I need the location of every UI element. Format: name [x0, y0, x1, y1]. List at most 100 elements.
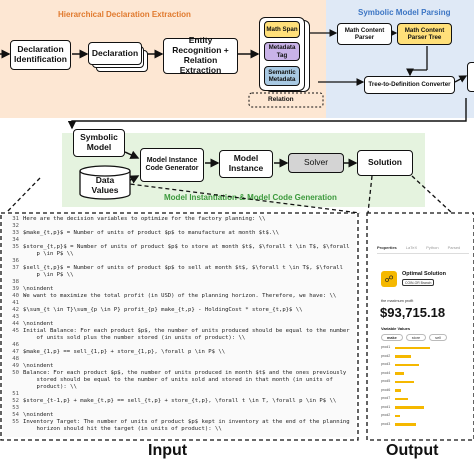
variable-row: prod5: [381, 379, 461, 385]
code-line: 31 Here are the decision variables to opt…: [3, 216, 356, 226]
code-line: 36: [3, 258, 356, 268]
optimal-solution-title: Optimal Solution: [402, 271, 446, 277]
code-line: p \in P$ \\: [3, 272, 356, 282]
code-line: product): \\: [3, 384, 356, 394]
variable-bar: [395, 423, 417, 426]
symbolic-model-label: Symbolic Model: [80, 132, 118, 152]
code-line: p \in P$ \\: [3, 251, 356, 261]
code-line-text: $\sum_{t \in T}\sum_{p \in P} profit_{p}…: [23, 307, 303, 313]
code-line: 48: [3, 356, 356, 366]
code-line: 47 $make_{1,p} == sell_{1,p} + store_{1,p…: [3, 349, 356, 359]
model-instance-label: Model Instance: [228, 153, 264, 173]
variable-row-label: prod7: [381, 396, 391, 400]
variable-row-label: prod1: [381, 404, 391, 409]
declaration-box: Declaration: [88, 42, 142, 65]
data-values-label: Data Values: [91, 175, 119, 195]
pill-make[interactable]: make: [381, 334, 403, 341]
math-content-parser-tree-label: Math Content Parser Tree: [404, 26, 445, 41]
code-line-number: 34: [12, 237, 19, 243]
code-line: 55 Inventory Target: The number of units …: [3, 419, 356, 429]
output-panel: Properties LaTeX Python Parsed ☍ Optimal…: [369, 215, 472, 437]
code-line-text: $make_{1,p} == sell_{1,p} + store_{1,p},…: [23, 349, 226, 355]
code-line: 37$sell_{t,p}$ = Number of units of prod…: [3, 265, 356, 275]
code-line-text: Initial Balance: For each product $p$, t…: [23, 328, 350, 334]
variable-row-label: prod1: [381, 345, 391, 349]
code-line: 38: [3, 279, 356, 289]
code-line-number: 47: [12, 349, 19, 355]
code-line-number: 49: [12, 363, 19, 369]
code-line: 52$store_{t-1,p} + make_{t,p} == sell_{t…: [3, 398, 356, 408]
solver-badge: COIN-OR Branch: [402, 279, 435, 286]
metadata-stack-front: Math Span Metadata Tag Semantic Metadata: [259, 17, 305, 91]
profit-value: $93,715.18: [380, 305, 446, 320]
tab-latex[interactable]: LaTeX: [405, 245, 418, 250]
variable-bar: [395, 346, 431, 350]
solution-box: Solution: [357, 150, 413, 176]
code-line-text: Here are the decision variables to optim…: [23, 216, 266, 222]
metadata-tag-box: Metadata Tag: [264, 42, 300, 61]
variable-bar: [395, 406, 424, 409]
code-line-text: horizon should hit the target (in units …: [23, 426, 222, 432]
code-line-number: 36: [12, 258, 19, 264]
variable-row: prod2: [381, 413, 461, 419]
variable-row: prod7: [381, 396, 461, 402]
variable-row: prod3: [381, 422, 461, 428]
code-line: 41: [3, 300, 356, 310]
entity-relation-box: Entity Recognition + Relation Extraction: [163, 36, 238, 75]
solution-icon: ☍: [381, 271, 397, 287]
symbolic-region-title: Symbolic Model Parsing: [358, 8, 451, 17]
code-line: horizon should hit the target (in units …: [3, 426, 356, 436]
code-line: 35$store_{t,p}$ = Number of units of pro…: [3, 244, 356, 254]
code-line-number: 54: [12, 412, 19, 418]
model-instance-code-generator-box: Model Instance Code Generator: [140, 148, 204, 182]
code-line: of units sold plus the number stored (in…: [3, 335, 356, 345]
tree-to-definition-label: Tree-to-Definition Converter: [368, 81, 451, 89]
math-span-box: Math Span: [264, 21, 300, 38]
code-line-number: 40: [12, 293, 19, 299]
code-line: 43: [3, 314, 356, 324]
code-line: 46: [3, 342, 356, 352]
code-line-number: 43: [12, 314, 19, 320]
hierarchical-region-title: Hierarchical Declaration Extraction: [58, 10, 191, 19]
code-line-text: $make_{t,p}$ = Number of units of produc…: [23, 230, 279, 236]
code-line: 39\noindent: [3, 286, 356, 296]
pill-store[interactable]: store: [405, 334, 427, 341]
model-instance-box: Model Instance: [219, 150, 273, 178]
code-line-text: Balance: For each product $p$, the numbe…: [23, 370, 347, 376]
output-label: Output: [386, 442, 439, 459]
code-line-text: of units sold plus the number stored (in…: [23, 335, 246, 341]
declaration-identification-label: Declaration Identification: [14, 44, 67, 64]
code-line-number: 55: [12, 419, 19, 425]
variable-bar: [395, 397, 408, 401]
code-line-text: We want to maximize the total profit (in…: [23, 293, 337, 299]
variable-row-label: prod3: [381, 362, 391, 366]
code-line: 44\noindent: [3, 321, 356, 331]
code-line: 51: [3, 391, 356, 401]
model-instance-code-generator-label: Model Instance Code Generator: [145, 156, 199, 172]
code-line-number: 38: [12, 279, 19, 285]
tab-python[interactable]: Python: [426, 245, 439, 250]
code-line-text: p \in P$ \\: [23, 272, 74, 278]
code-line: 34: [3, 237, 356, 247]
input-label: Input: [148, 442, 188, 459]
code-line: 33$make_{t,p}$ = Number of units of prod…: [3, 230, 356, 240]
code-line-number: 31: [12, 216, 19, 222]
solution-label: Solution: [368, 157, 402, 168]
variable-bar: [395, 372, 404, 375]
code-line-text: Inventory Target: The number of units of…: [23, 419, 350, 425]
solver-box: Solver: [288, 153, 344, 173]
symbolic-region: [326, 0, 474, 118]
semantic-metadata-box: Semantic Metadata: [264, 66, 300, 86]
code-line-number: 48: [12, 356, 19, 362]
code-line-text: stored should be equal to the number of …: [23, 377, 333, 383]
pill-sell[interactable]: sell: [429, 334, 447, 341]
variable-row: prod4: [381, 371, 461, 377]
declaration-identification-box: Declaration Identification: [10, 40, 71, 70]
variable-row: prod1: [381, 405, 461, 411]
code-line-number: 35: [12, 244, 19, 250]
tab-properties[interactable]: Properties: [377, 245, 397, 250]
tab-parsed[interactable]: Parsed: [447, 245, 461, 250]
